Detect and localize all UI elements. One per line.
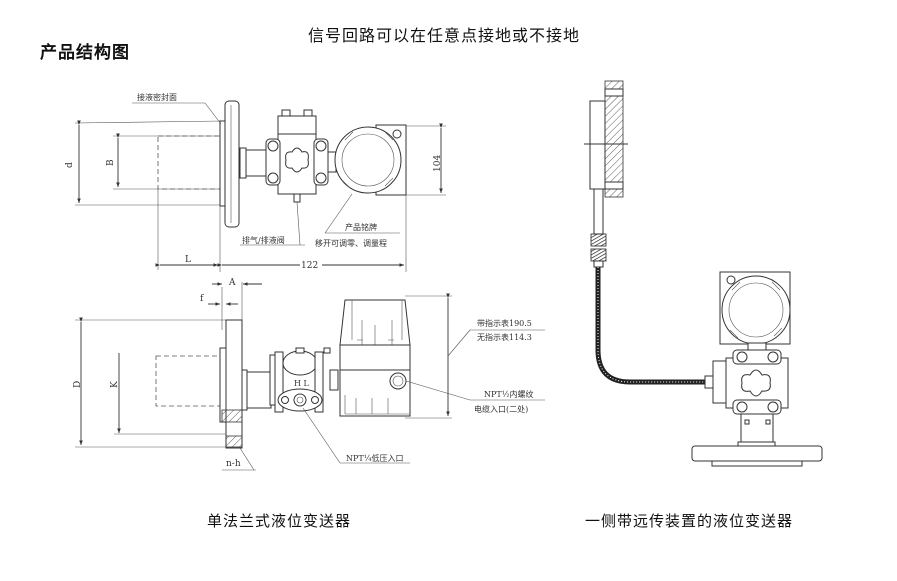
dim-f-label: f xyxy=(200,294,204,304)
vent-valve-label: 排气/排液阀 xyxy=(242,235,285,245)
nameplate-label: 产品铭牌 xyxy=(345,222,377,232)
cable-thread-label: NPT½内螺纹 xyxy=(484,389,533,399)
grounding-note: 信号回路可以在任意点接地或不接地 xyxy=(308,26,581,45)
low-pressure-inlet-label: NPT¼低压入口 xyxy=(346,453,403,463)
dim-B-label: B xyxy=(106,159,116,166)
with-indicator-label: 带指示表190.5 xyxy=(477,318,532,328)
dim-122-label: 122 xyxy=(301,261,318,271)
section-title: 产品结构图 xyxy=(40,43,130,63)
without-indicator-label: 无指示表114.3 xyxy=(477,332,532,342)
remote-seal-transmitter-drawing xyxy=(584,80,823,467)
cable-entry-label: 电缆入口(二处) xyxy=(474,404,528,414)
dim-K-label: K xyxy=(110,381,120,388)
hl-mark: H L xyxy=(294,379,310,388)
seal-face-label: 接液密封面 xyxy=(137,92,177,102)
dim-L-label: L xyxy=(185,255,191,265)
single-flange-top-view: d B 接液密封面 排气/排液阀 xyxy=(65,92,446,272)
dim-D-label: D xyxy=(73,381,83,388)
dim-A-label: A xyxy=(228,278,236,288)
caption-single-flange: 单法兰式液位变送器 xyxy=(207,512,352,530)
dim-104-label: 104 xyxy=(433,155,443,172)
single-flange-side-view: A f D K n-h H L xyxy=(73,278,545,471)
dim-nh-label: n-h xyxy=(226,459,241,469)
caption-remote-seal: 一侧带远传装置的液位变送器 xyxy=(585,512,794,530)
dim-d-label: d xyxy=(65,162,75,168)
adjust-label: 移开可调零、调量程 xyxy=(315,238,387,248)
